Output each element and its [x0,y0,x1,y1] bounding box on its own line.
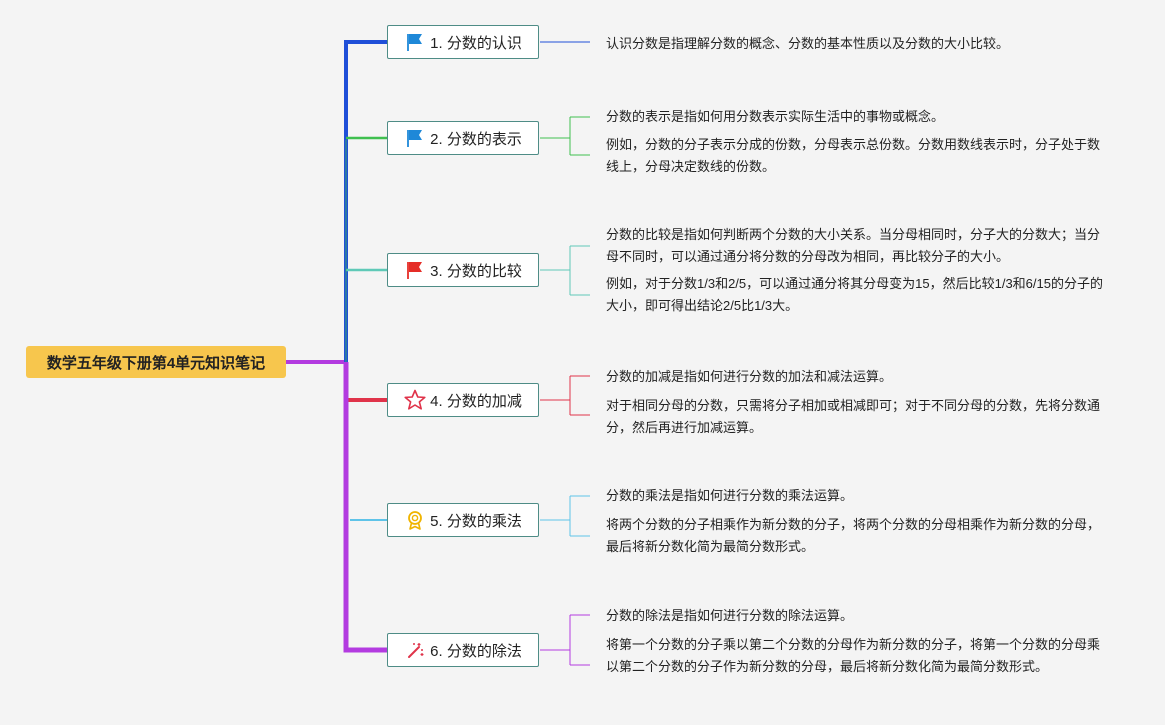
blue-flag-icon [404,31,426,53]
branch-4-note-2: 对于相同分母的分数，只需将分子相加或相减即可；对于不同分母的分数，先将分数通分，… [606,398,1101,435]
branch-6[interactable]: 6. 分数的除法 [387,633,539,667]
branch-4[interactable]: 4. 分数的加减 [387,383,539,417]
branch-2-label: 2. 分数的表示 [430,130,522,148]
blue-flag-icon [404,127,426,149]
branch-1-label: 1. 分数的认识 [430,34,522,52]
branch-4-note-1: 分数的加减是指如何进行分数的加法和减法运算。 [606,369,893,384]
branch-2-note-2: 例如，分数的分子表示分成的份数，分母表示总份数。分数用数线表示时，分子处于数线上… [606,137,1101,174]
magic-wand-icon [404,639,426,661]
branch-1-note-1: 认识分数是指理解分数的概念、分数的基本性质以及分数的大小比较。 [606,36,1010,51]
branch-1[interactable]: 1. 分数的认识 [387,25,539,59]
branch-5-label: 5. 分数的乘法 [430,512,522,530]
branch-6-label: 6. 分数的除法 [430,642,522,660]
medal-icon [404,509,426,531]
root-topic[interactable]: 数学五年级下册第4单元知识笔记 [26,346,286,378]
branch-2-note-1: 分数的表示是指如何用分数表示实际生活中的事物或概念。 [606,109,945,124]
branch-6-note-1: 分数的除法是指如何进行分数的除法运算。 [606,608,854,623]
branch-3-note-2: 例如，对于分数1/3和2/5，可以通过通分将其分母变为15，然后比较1/3和6/… [606,276,1103,313]
branch-3-note-1: 分数的比较是指如何判断两个分数的大小关系。当分母相同时，分子大的分数大；当分母不… [606,227,1101,264]
root-title: 数学五年级下册第4单元知识笔记 [46,354,266,372]
branch-5[interactable]: 5. 分数的乘法 [387,503,539,537]
branch-2[interactable]: 2. 分数的表示 [387,121,539,155]
branch-3[interactable]: 3. 分数的比较 [387,253,539,287]
branch-3-label: 3. 分数的比较 [430,262,522,280]
branch-5-note-2: 将两个分数的分子相乘作为新分数的分子，将两个分数的分母相乘作为新分数的分母，最后… [606,517,1101,554]
branch-4-label: 4. 分数的加减 [430,392,522,410]
star-icon [404,389,426,411]
branch-5-note-1: 分数的乘法是指如何进行分数的乘法运算。 [606,488,854,503]
branch-6-note-2: 将第一个分数的分子乘以第二个分数的分母作为新分数的分子，将第一个分数的分母乘以第… [606,637,1101,674]
red-flag-icon [404,259,426,281]
